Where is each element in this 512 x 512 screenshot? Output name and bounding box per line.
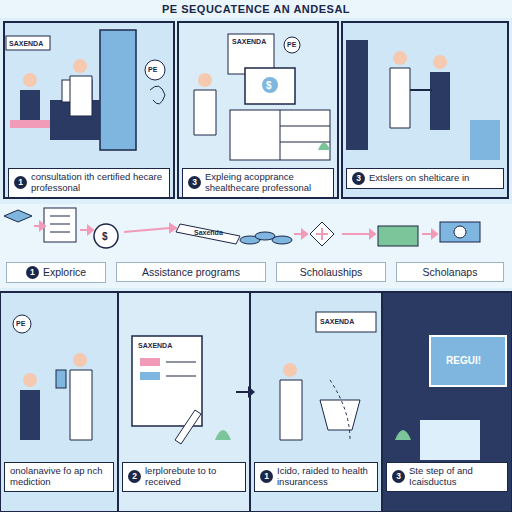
- callout-number: 3: [352, 172, 365, 185]
- sign-label: SAXENDA: [232, 38, 266, 45]
- caption-box: 3 Expleing acopprance shealthecare profes…: [182, 168, 334, 198]
- caption-box: 3 Extslers on shelticare in: [346, 168, 504, 189]
- caption-text: lerplorebute to to received: [145, 466, 240, 488]
- sign-label: Saxenda: [194, 229, 223, 236]
- sign-label: SAXENDA: [320, 318, 354, 325]
- caption-box: 3 Ste step of and Icaisductus: [386, 462, 508, 492]
- sign-label: PE: [16, 320, 25, 327]
- caption-text: onolanavive fo ap nch mediction: [10, 466, 108, 488]
- caption-box: 1 Icido, raided to health insurancess: [254, 462, 378, 492]
- caption-text: Scholauships: [300, 266, 362, 278]
- callout-number: 2: [128, 470, 141, 483]
- caption-text: consultation ith certified hecare profes…: [31, 172, 164, 194]
- caption-text: Scholanaps: [423, 266, 478, 278]
- step-label: Assistance programs: [116, 262, 266, 282]
- callout-number: 3: [188, 176, 201, 189]
- caption-text: Explorice: [43, 266, 86, 278]
- sign-label: PE: [148, 66, 157, 73]
- callout-number: 1: [14, 176, 27, 189]
- callout-number: 3: [392, 470, 405, 483]
- caption-text: Assistance programs: [142, 266, 240, 278]
- sign-label: PE: [287, 41, 296, 48]
- caption-text: Ste step of and Icaisductus: [409, 466, 502, 488]
- caption-text: Expleing acopprance shealthecare profess…: [205, 172, 328, 194]
- caption-box: onolanavive fo ap nch mediction: [4, 462, 114, 492]
- caption-box: 1 consultation ith certified hecare profe…: [8, 168, 170, 198]
- sign-label: $: [266, 81, 272, 91]
- sign-label: SAXENDA: [9, 40, 43, 47]
- callout-number: 1: [26, 266, 39, 279]
- step-label: Scholauships: [276, 262, 386, 282]
- sign-label: REGUI!: [446, 356, 481, 366]
- caption-text: Icido, raided to health insurancess: [277, 466, 372, 488]
- sign-label: $: [102, 232, 108, 242]
- step-label: 1 Explorice: [6, 262, 106, 283]
- caption-box: 2 lerplorebute to to received: [122, 462, 246, 492]
- callout-number: 1: [260, 470, 273, 483]
- step-label: Scholanaps: [396, 262, 504, 282]
- diagram-title: PE SEQUCATENCE AN ANDESAL: [0, 3, 512, 15]
- sign-label: SAXENDA: [138, 342, 172, 349]
- caption-text: Extslers on shelticare in: [369, 173, 469, 184]
